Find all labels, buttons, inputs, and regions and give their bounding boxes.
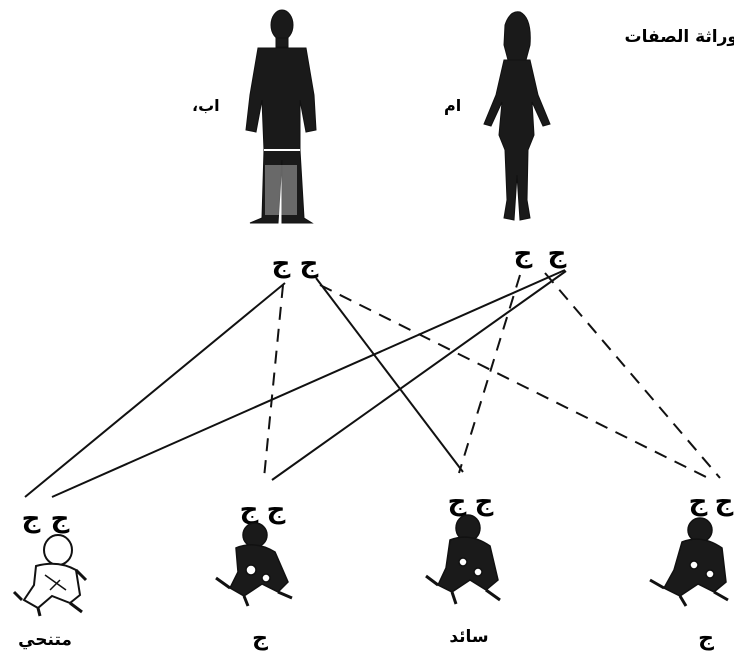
mother-gene-2: ج: [548, 239, 567, 269]
child1-genes: ج ج: [22, 504, 70, 534]
svg-text:ج: ج: [689, 487, 708, 517]
dash-father-to-child4: [319, 284, 709, 479]
inheritance-lines: [24, 269, 721, 498]
mother-label: ام: [444, 96, 462, 115]
line-father-to-child3: [315, 277, 464, 473]
svg-text:ج: ج: [448, 487, 467, 517]
father-figure: [245, 9, 317, 224]
svg-text:ج: ج: [51, 504, 70, 534]
baby-figure-3: [425, 514, 501, 605]
father-label: اب،: [192, 96, 220, 115]
mother-gene-1: ج: [514, 239, 533, 269]
child2-genes: ج ج: [240, 495, 286, 525]
child1-label: متنحي: [18, 630, 72, 650]
dash-father-to-child2: [263, 284, 284, 479]
dash-mother-to-child4: [544, 272, 721, 479]
svg-text:ج: ج: [240, 495, 259, 525]
line-mother-to-child1: [51, 269, 566, 498]
svg-text:ج: ج: [475, 487, 494, 517]
diagram-title: وراثة الصفات: [624, 27, 734, 47]
svg-text:ج: ج: [22, 504, 41, 534]
father-genes: ج ج: [272, 249, 319, 279]
child4-genes: ج ج: [689, 487, 734, 517]
child4-label: ج: [698, 626, 714, 651]
line-father-to-child1: [24, 282, 286, 498]
mother-figure: [483, 11, 551, 221]
svg-text:ج: ج: [715, 487, 734, 517]
mother-genes: ج ج: [514, 239, 567, 269]
child3-genes: ج ج: [448, 487, 494, 517]
line-mother-to-child2: [271, 270, 567, 481]
svg-text:ج: ج: [267, 495, 286, 525]
dash-mother-to-child3: [458, 274, 521, 474]
baby-figure-4: [649, 517, 729, 607]
child2-label: ج: [252, 626, 268, 651]
baby-figure-1: [12, 534, 88, 617]
father-gene-2: ج: [300, 249, 319, 279]
baby-figure-2: [215, 522, 293, 607]
child3-label: سائد: [449, 627, 488, 647]
father-gene-1: ج: [272, 249, 291, 279]
